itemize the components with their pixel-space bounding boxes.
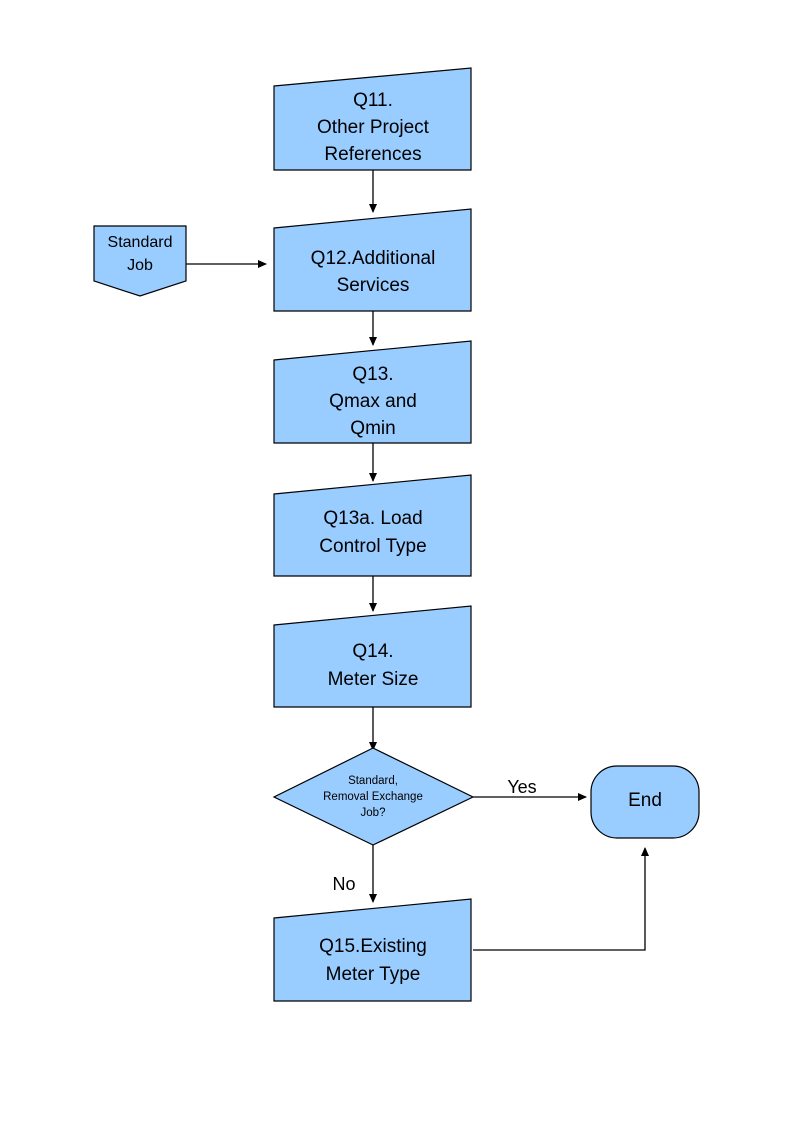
- node-decision[interactable]: Standard, Removal Exchange Job?: [272, 747, 475, 846]
- node-q11-line-3: References: [324, 144, 421, 165]
- node-q15[interactable]: Q15.Existing Meter Type: [273, 898, 472, 1002]
- node-q11-line-1: Q11.: [353, 90, 393, 111]
- edge-decision-to-end: Yes: [473, 777, 587, 801]
- node-decision-line-2: Removal Exchange: [323, 791, 423, 803]
- node-standard-job-line-1: Standard: [108, 234, 173, 251]
- node-q12[interactable]: Q12.Additional Services: [273, 208, 472, 312]
- edge-label-yes: Yes: [507, 777, 536, 797]
- node-q12-shape[interactable]: [273, 208, 472, 312]
- node-q13a[interactable]: Q13a. Load Control Type: [273, 474, 472, 577]
- node-end[interactable]: End: [590, 765, 700, 839]
- node-q14[interactable]: Q14. Meter Size: [273, 605, 472, 708]
- node-end-label: End: [628, 790, 662, 811]
- node-q14-line-1: Q14.: [352, 641, 393, 662]
- node-q13[interactable]: Q13. Qmax and Qmin: [273, 340, 472, 444]
- node-q12-line-2: Services: [337, 275, 410, 296]
- node-q13-shape[interactable]: [273, 340, 472, 444]
- node-q11-shape[interactable]: [273, 67, 472, 171]
- node-q14-line-2: Meter Size: [328, 669, 419, 690]
- node-standard-job-shape[interactable]: [93, 225, 187, 297]
- node-q11-line-2: Other Project: [317, 117, 430, 138]
- node-standard-job[interactable]: Standard Job: [93, 225, 187, 297]
- node-q15-line-1: Q15.Existing: [319, 936, 427, 957]
- edge-decision-to-q15: No: [332, 845, 377, 903]
- node-decision-line-3: Job?: [361, 807, 386, 819]
- edge-q15-to-end: [473, 847, 649, 951]
- node-q12-line-1: Q12.Additional: [311, 248, 436, 269]
- node-end-shape[interactable]: [590, 765, 700, 839]
- node-q15-line-2: Meter Type: [326, 964, 421, 985]
- node-q11[interactable]: Q11. Other Project References: [273, 67, 472, 171]
- node-q13a-line-2: Control Type: [319, 536, 426, 557]
- node-standard-job-line-2: Job: [127, 257, 153, 274]
- node-q13-line-2: Qmax and: [329, 391, 417, 412]
- node-q15-shape[interactable]: [273, 898, 472, 1002]
- node-q13a-line-1: Q13a. Load: [323, 508, 422, 529]
- node-q13-line-1: Q13.: [352, 364, 393, 385]
- edge-label-no: No: [332, 874, 355, 894]
- node-q13a-shape[interactable]: [273, 474, 472, 577]
- node-q13-line-3: Qmin: [350, 418, 395, 439]
- node-decision-line-1: Standard,: [348, 775, 398, 787]
- node-decision-shape[interactable]: [272, 747, 475, 846]
- node-q14-shape[interactable]: [273, 605, 472, 708]
